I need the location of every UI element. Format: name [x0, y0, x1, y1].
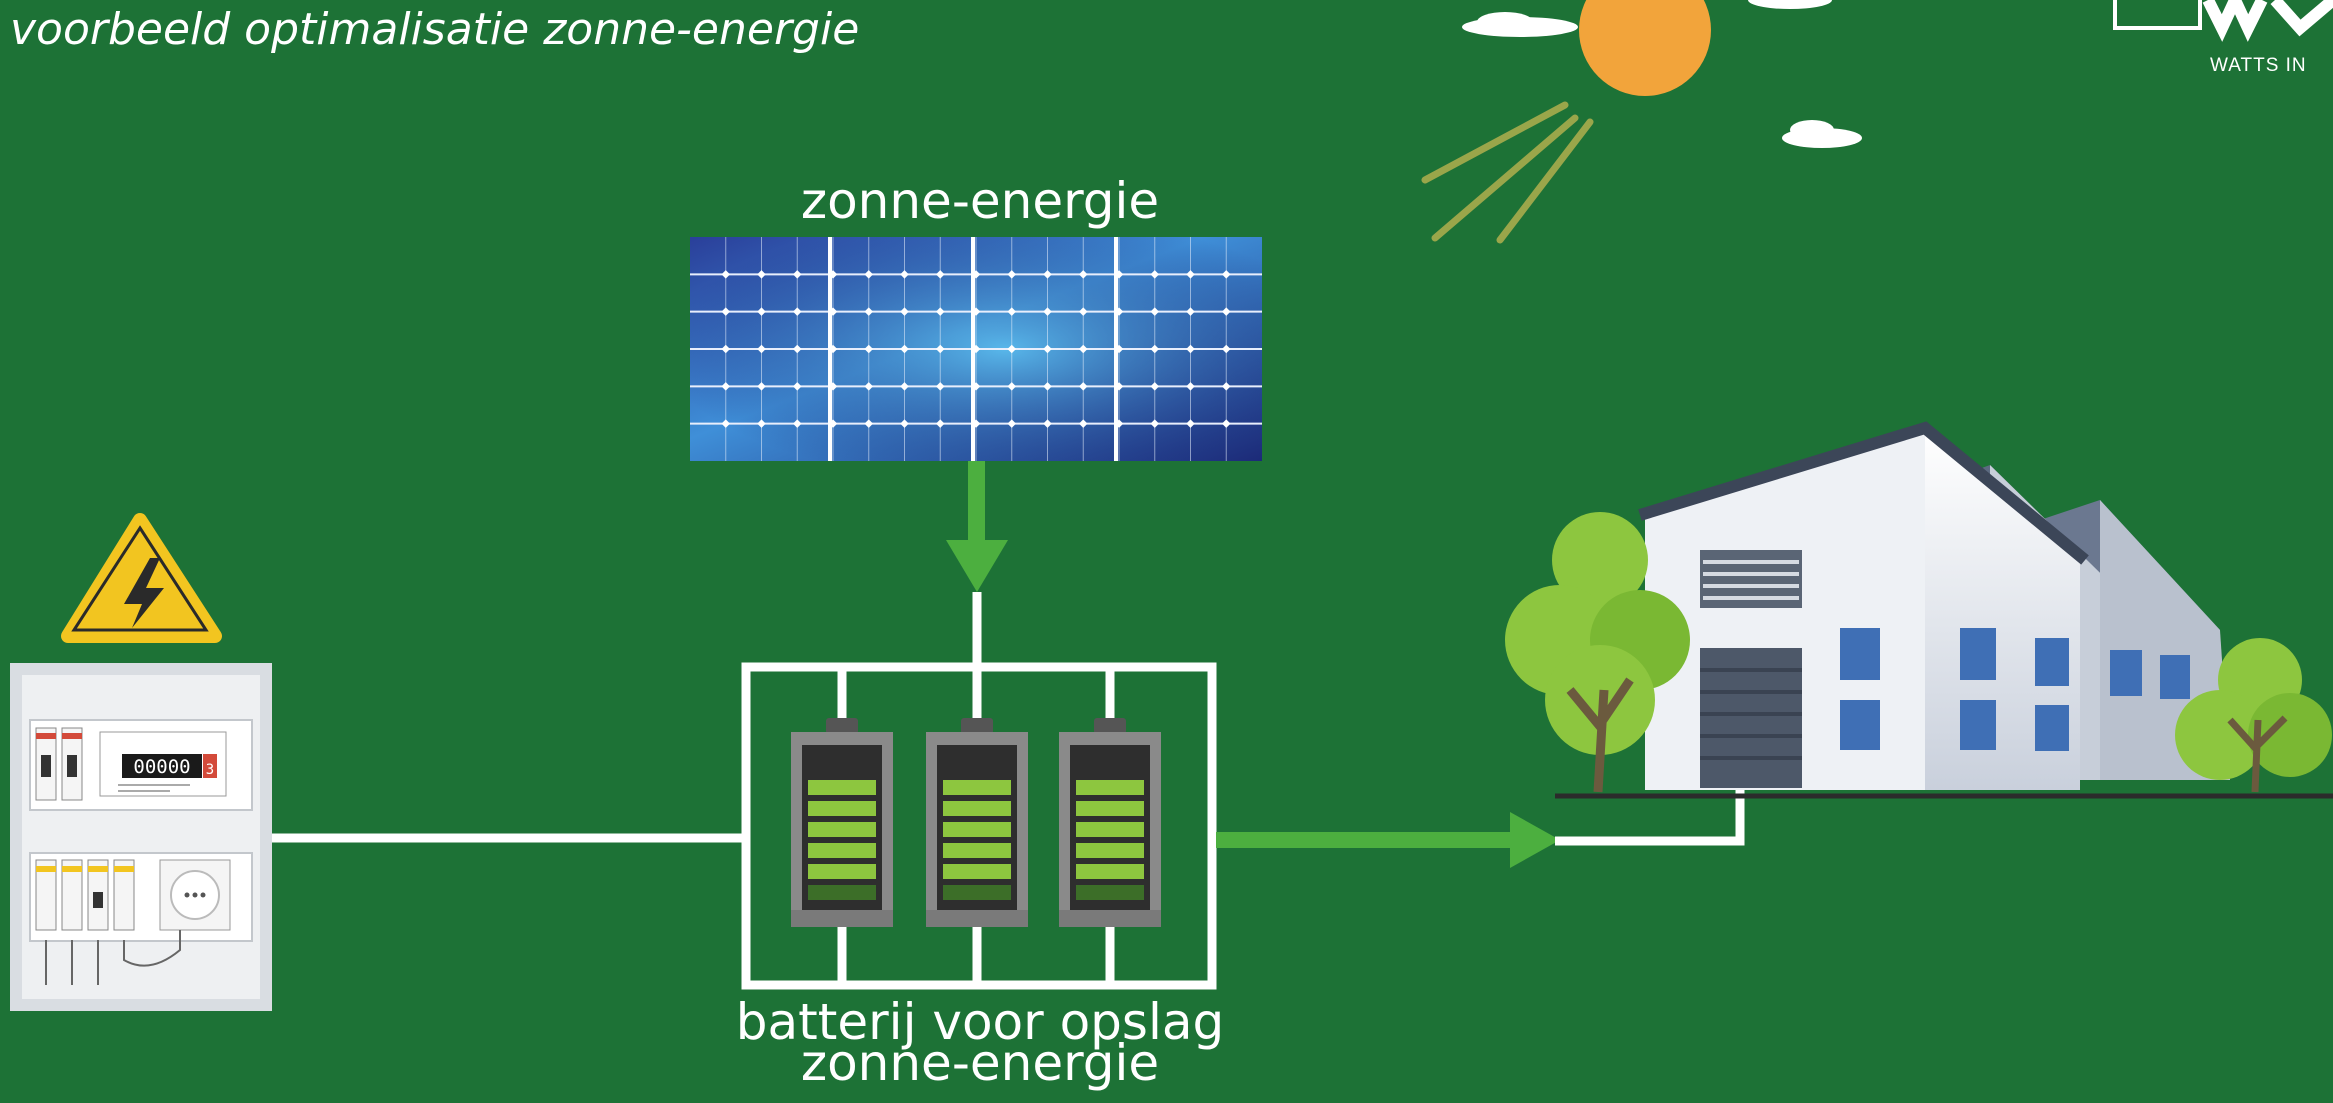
flow-arrow-solar-to-battery [946, 461, 1008, 592]
brand-logo [2113, 0, 2333, 42]
tree-icon [2175, 638, 2332, 793]
solar-panel-icon [690, 237, 1262, 461]
brand-tagline: WATTS IN [2210, 55, 2307, 76]
wire-battery-building [1555, 790, 1745, 846]
meter-last-digit: 3 [206, 762, 214, 778]
page-title: voorbeeld optimalisatie zonne-energie [10, 4, 860, 55]
tree-icon [1505, 512, 1690, 793]
fuse-box-icon: 00000 3 [10, 663, 272, 1011]
flow-arrow-battery-to-building [1216, 812, 1560, 868]
battery-label: batterij voor opslag zonne-energie [690, 993, 1270, 1092]
cloud-icon [1462, 12, 1578, 37]
battery-label-line2: zonne-energie [800, 1034, 1160, 1092]
meter-reading: 00000 [133, 756, 190, 778]
electric-meter: 00000 3 [99, 731, 227, 797]
cloud-icon [1748, 0, 1832, 9]
cloud-icon [1782, 120, 1862, 148]
battery-icon [741, 662, 1217, 990]
solar-panel-label: zonne-energie [800, 172, 1160, 230]
sun-icon [1421, 0, 1711, 244]
battery-label-line1: batterij voor opslag [735, 993, 1225, 1051]
warning-high-voltage-icon [61, 513, 222, 643]
